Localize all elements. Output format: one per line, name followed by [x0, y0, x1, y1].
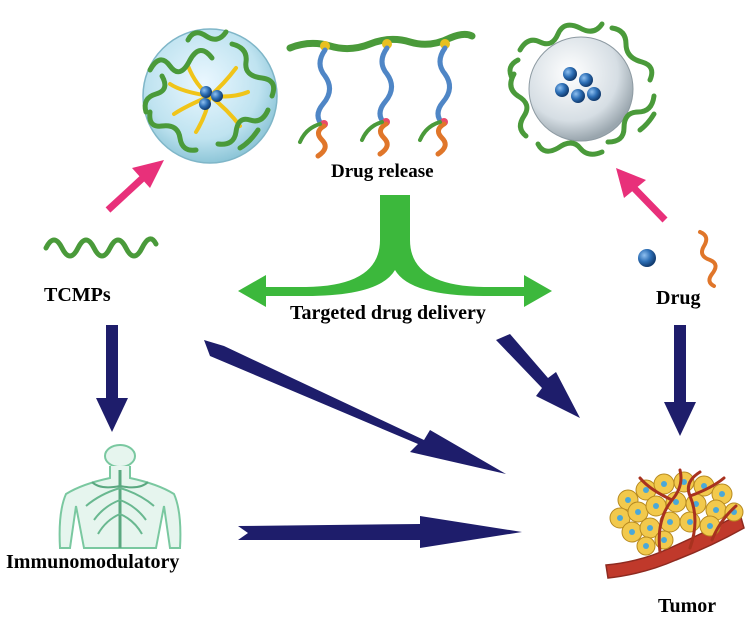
- micelle-icon: [142, 28, 278, 164]
- drug-to-tumor-arrow: [664, 325, 696, 436]
- polymer-chain-icon: [43, 236, 159, 259]
- tumor-tissue-icon: [605, 468, 745, 579]
- tumor-label: Tumor: [658, 595, 717, 617]
- drug-label: Drug: [656, 287, 701, 309]
- human-body-icon: [58, 444, 182, 549]
- immuno-to-tumor-arrow: [238, 516, 522, 548]
- targeted-delivery-arrow: [238, 195, 552, 307]
- drug-release-label: Drug release: [331, 161, 434, 182]
- targeted-delivery-label: Targeted drug delivery: [290, 302, 486, 324]
- immunomodulatory-label: Immunomodulatory: [6, 551, 180, 573]
- nanocapsule-icon: [507, 21, 657, 157]
- tcmps-label: TCMPs: [44, 284, 111, 306]
- tcmps-to-immuno-arrow: [96, 325, 128, 432]
- pink-arrow-right: [616, 168, 668, 223]
- tcmps-to-tumor-arrow: [204, 340, 506, 474]
- polymer-drug-conjugate-icon: [286, 30, 476, 159]
- delivery-to-tumor-arrow: [496, 334, 580, 418]
- drug-molecule-icon: [638, 230, 718, 288]
- pink-arrow-left: [105, 160, 164, 213]
